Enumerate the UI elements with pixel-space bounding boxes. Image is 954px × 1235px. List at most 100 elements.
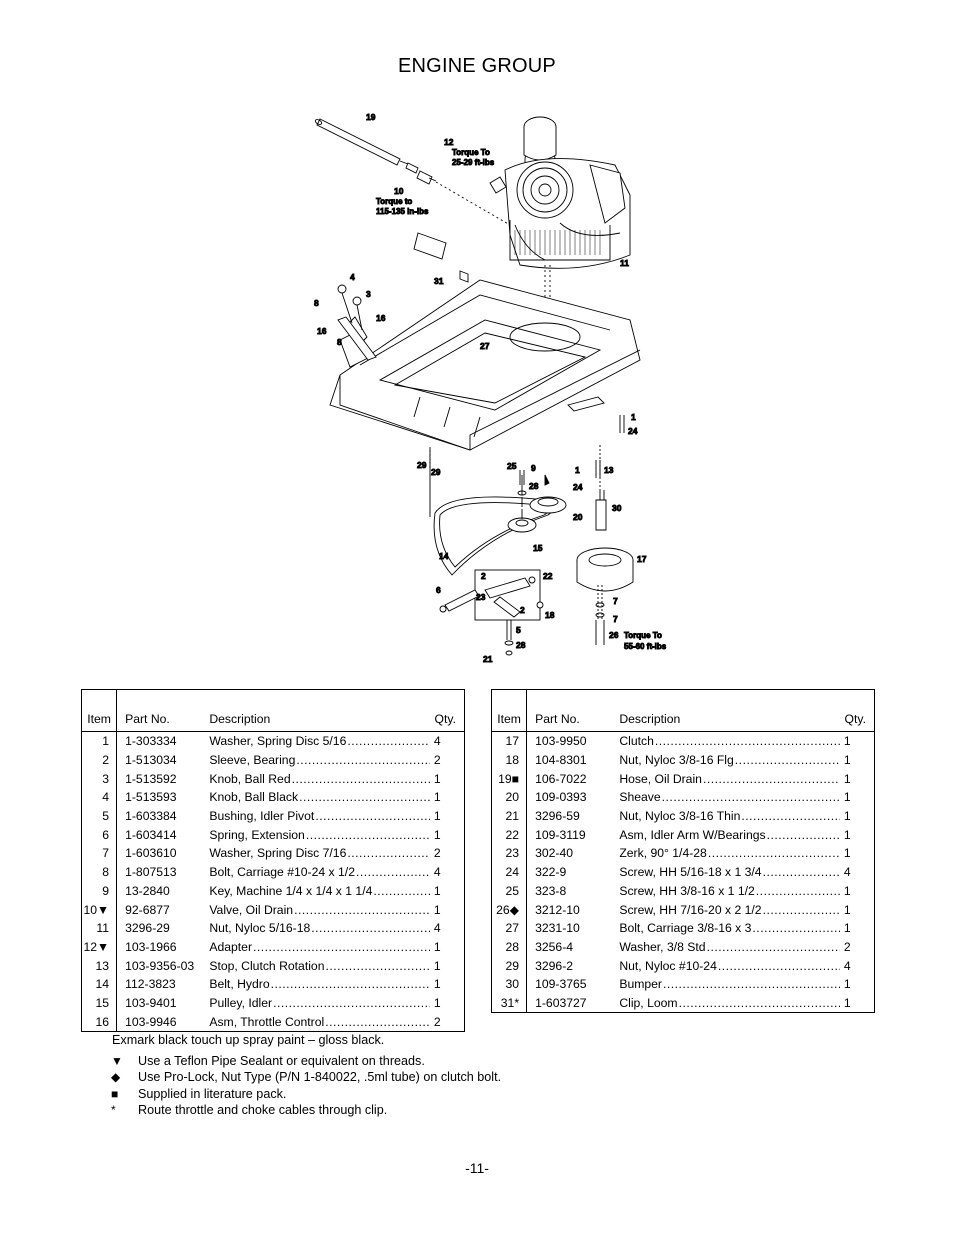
callout-label: 22 bbox=[543, 571, 553, 581]
callout-label: 1 bbox=[631, 412, 636, 422]
callout-label: 8 bbox=[314, 298, 319, 308]
callout-label: 4 bbox=[350, 272, 355, 282]
item-number: 23 bbox=[492, 844, 528, 863]
callout-label: 15 bbox=[533, 543, 543, 553]
table-header-row: Item Part No. Description Qty. bbox=[82, 690, 464, 732]
quantity: 1 bbox=[843, 883, 851, 898]
callout-label: 17 bbox=[637, 554, 647, 564]
item-number: 11 bbox=[82, 918, 118, 938]
item-number: 30 bbox=[492, 974, 528, 994]
callout-label: 12 bbox=[444, 137, 454, 147]
description-cell: Bolt, Carriage #10-24 x 1/2 bbox=[209, 863, 434, 882]
description: Hose, Oil Drain bbox=[619, 771, 702, 786]
quantity: 1 bbox=[843, 827, 851, 842]
description-cell: Bolt, Carriage 3/8-16 x 3 bbox=[619, 919, 844, 938]
part-number: 3212-10 bbox=[535, 902, 580, 917]
extension-spring-drawing bbox=[439, 589, 480, 613]
part-number: 103-9950 bbox=[535, 734, 587, 749]
quantity: 1 bbox=[433, 939, 441, 954]
callout-label: 16 bbox=[317, 326, 327, 336]
description-cell: Adapter bbox=[209, 938, 434, 957]
header-description: Description bbox=[619, 690, 844, 732]
callout-label: 31 bbox=[434, 276, 444, 286]
description-cell: Knob, Ball Red bbox=[209, 769, 434, 788]
description: Washer, Spring Disc 5/16 bbox=[209, 734, 347, 749]
quantity: 2 bbox=[433, 846, 441, 861]
item-number: 16 bbox=[82, 1012, 118, 1031]
quantity: 1 bbox=[433, 958, 441, 973]
footnote-symbol: ■ bbox=[111, 1086, 119, 1101]
callout-label: 13 bbox=[604, 465, 614, 475]
quantity: 2 bbox=[433, 1014, 441, 1029]
description-cell: Bumper bbox=[619, 975, 844, 994]
loom-clip-bracket-drawing bbox=[413, 232, 469, 283]
footnote: ▼Use a Teflon Pipe Sealant or equivalent… bbox=[111, 1053, 501, 1069]
description: Washer, 3/8 Std bbox=[619, 939, 706, 954]
sheave-pulley-drawing bbox=[507, 475, 567, 533]
item-number: 3 bbox=[82, 769, 118, 789]
footnote-symbol: * bbox=[111, 1103, 116, 1118]
footnote-text: Use Pro-Lock, Nut Type (P/N 1-840022, .5… bbox=[138, 1070, 502, 1085]
idler-arm-drawing bbox=[474, 569, 544, 656]
table-header-row: Item Part No. Description Qty. bbox=[492, 690, 874, 732]
description: Bolt, Carriage 3/8-16 x 3 bbox=[619, 921, 752, 936]
callout-label: 6 bbox=[436, 585, 441, 595]
part-number: 1-603384 bbox=[125, 809, 177, 824]
description-cell: Pulley, Idler bbox=[209, 994, 434, 1013]
part-number: 1-303334 bbox=[125, 734, 177, 749]
part-number: 106-7022 bbox=[535, 771, 587, 786]
quantity: 4 bbox=[433, 921, 441, 936]
part-number: 1-603414 bbox=[125, 827, 177, 842]
description: Zerk, 90° 1/4-28 bbox=[619, 846, 707, 861]
description-cell: Asm, Idler Arm W/Bearings bbox=[619, 825, 844, 844]
engine-drawing bbox=[489, 116, 631, 375]
header-part-no: Part No. bbox=[116, 690, 210, 732]
leader-dots bbox=[347, 734, 430, 748]
leader-dots bbox=[756, 884, 840, 898]
callout-label: 8 bbox=[337, 337, 342, 347]
leader-dots bbox=[315, 809, 430, 823]
description-cell: Nut, Nyloc 5/16-18 bbox=[209, 919, 434, 938]
leader-dots bbox=[373, 884, 430, 898]
callout-label: 24 bbox=[628, 426, 638, 436]
description-cell: Washer, 3/8 Std bbox=[619, 938, 844, 957]
callout-label: 28 bbox=[516, 640, 526, 650]
quantity: 1 bbox=[843, 790, 851, 805]
quantity: 1 bbox=[433, 809, 441, 824]
description-cell: Washer, Spring Disc 7/16 bbox=[209, 844, 434, 863]
leader-dots bbox=[763, 903, 840, 917]
quantity: 4 bbox=[843, 865, 851, 880]
part-number: 104-8301 bbox=[535, 753, 587, 768]
description-cell: Sheave bbox=[619, 788, 844, 807]
part-number: 103-1966 bbox=[125, 939, 177, 954]
description-cell: Hose, Oil Drain bbox=[619, 769, 844, 788]
description: Valve, Oil Drain bbox=[209, 902, 294, 917]
part-number: 3296-2 bbox=[535, 958, 574, 973]
part-number: 1-603727 bbox=[535, 995, 587, 1010]
header-qty: Qty. bbox=[843, 690, 874, 732]
oil-drain-hose-drawing bbox=[314, 118, 409, 166]
description-cell: Screw, HH 7/16-20 x 2 1/2 bbox=[619, 900, 844, 919]
callout-label: 24 bbox=[573, 482, 583, 492]
quantity: 1 bbox=[843, 977, 851, 992]
callout-label: 7 bbox=[613, 596, 618, 606]
description-cell: Sleeve, Bearing bbox=[209, 751, 434, 770]
description-cell: Asm, Throttle Control bbox=[209, 1012, 434, 1031]
quantity: 1 bbox=[843, 771, 851, 786]
leader-dots bbox=[294, 903, 430, 917]
quantity: 1 bbox=[843, 809, 851, 824]
quantity: 1 bbox=[433, 827, 441, 842]
description: Washer, Spring Disc 7/16 bbox=[209, 846, 347, 861]
item-number: 4 bbox=[82, 788, 118, 807]
description: Stop, Clutch Rotation bbox=[209, 958, 325, 973]
leader-dots bbox=[763, 865, 840, 879]
torque-note: 25-29 ft-lbs bbox=[452, 158, 495, 167]
callout-label: 2 bbox=[520, 605, 525, 615]
